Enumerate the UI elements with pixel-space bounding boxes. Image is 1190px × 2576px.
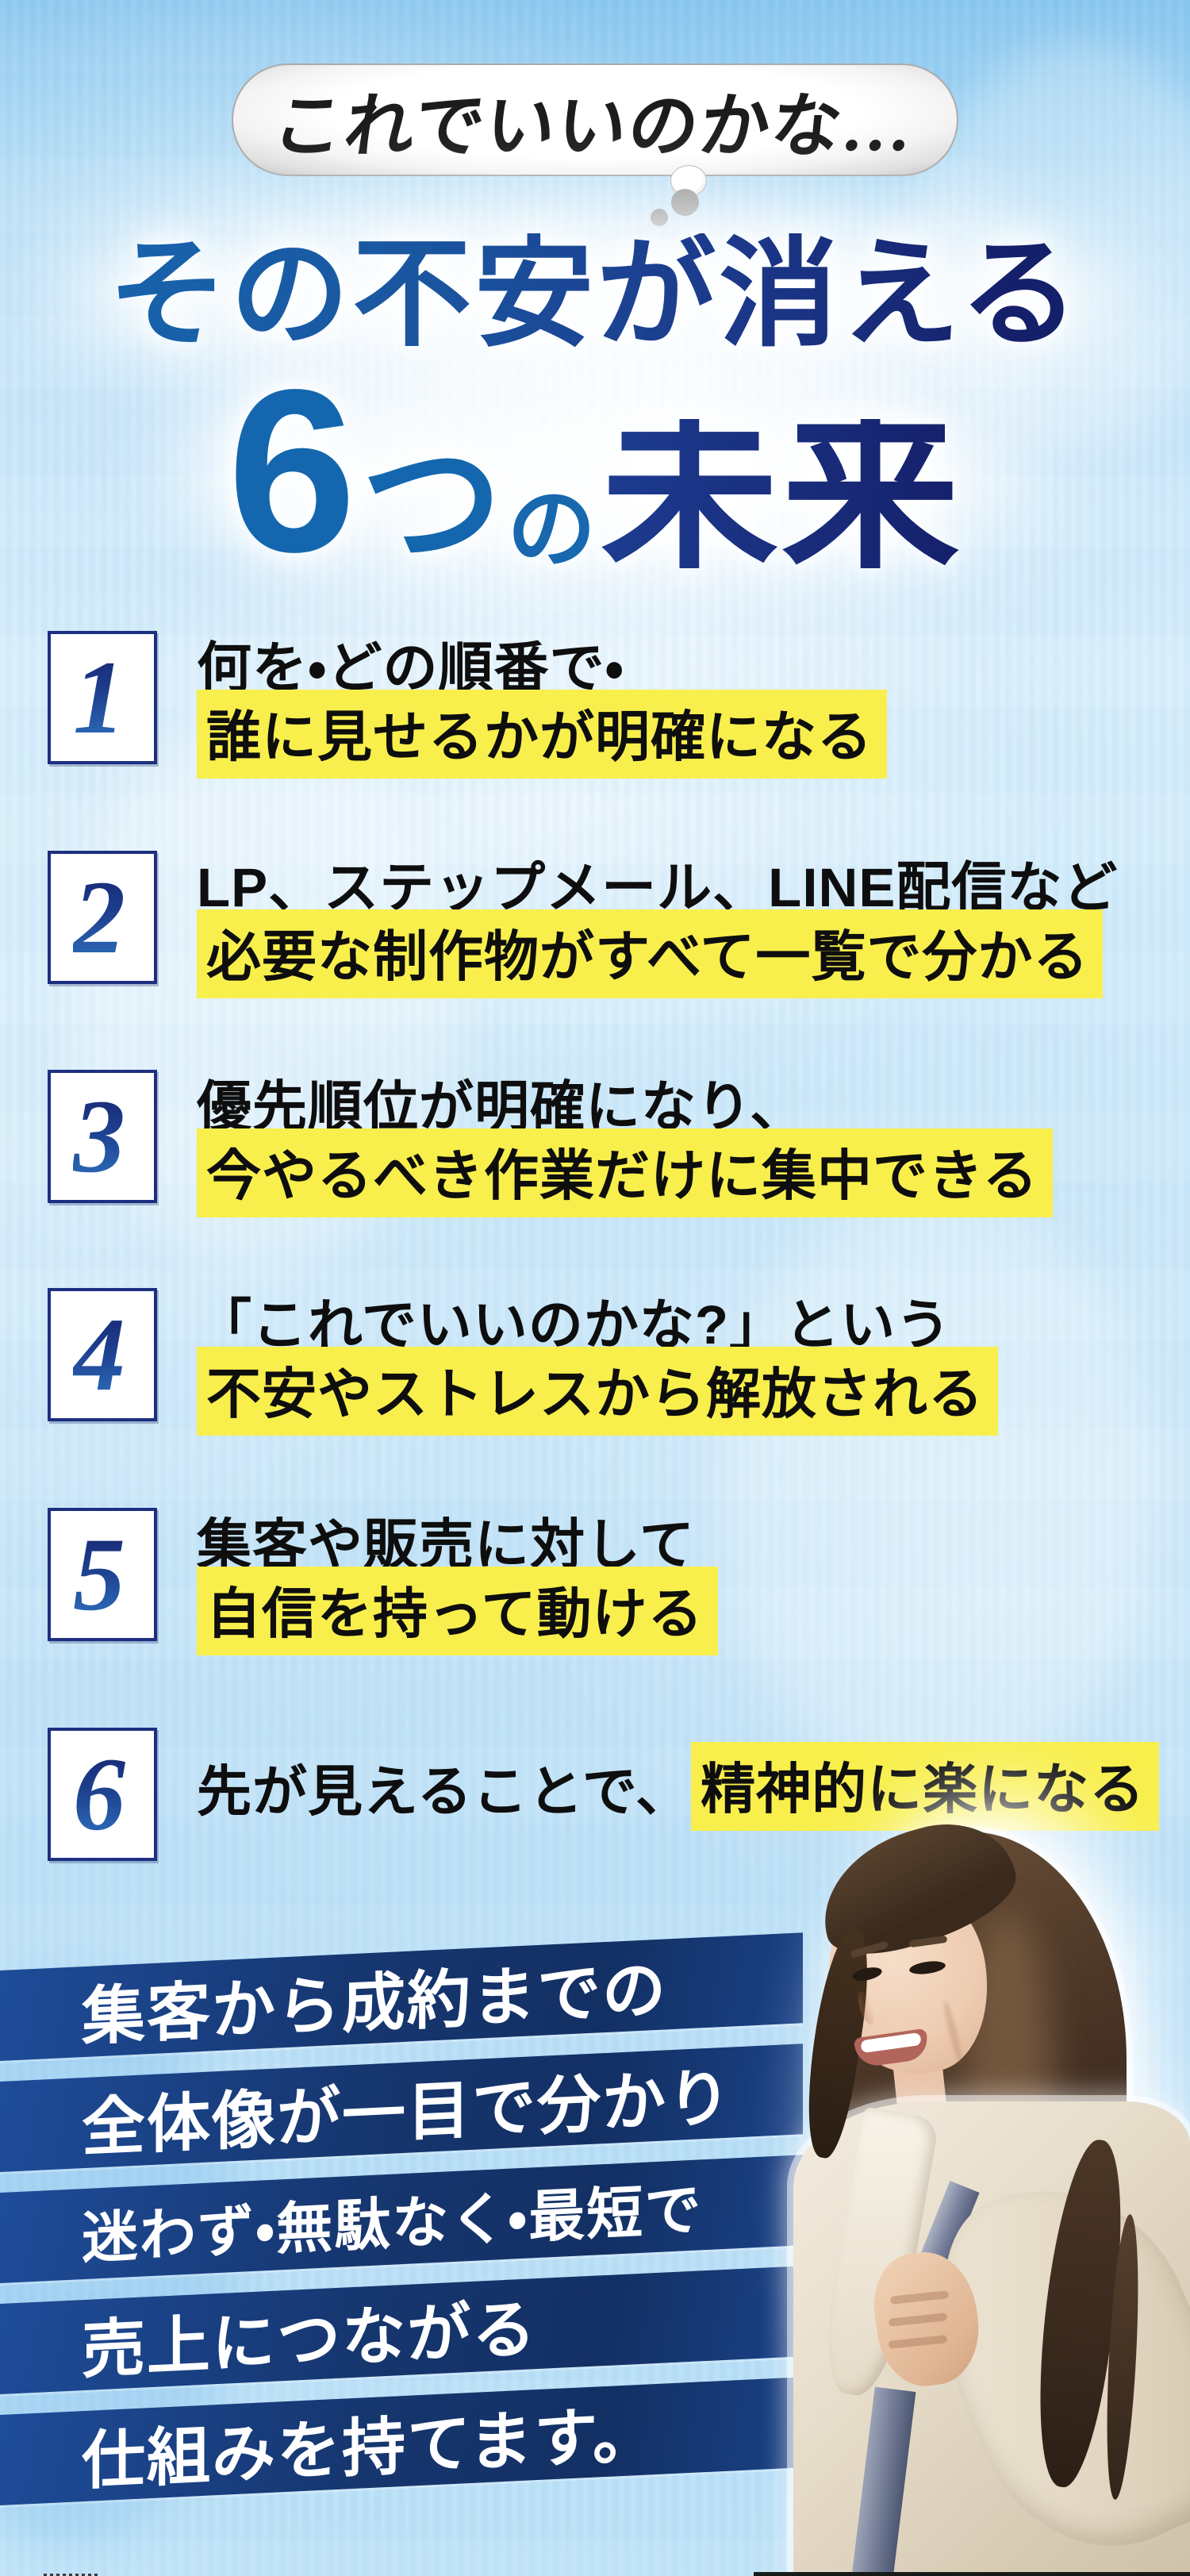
benefit-item-4: 4 「これでいいのかな?」という 不安やストレスから解放される: [0, 1288, 1190, 1478]
item-number: 5: [73, 1522, 132, 1627]
item-line1: 優先順位が明確になり、: [197, 1067, 805, 1137]
item-line2-highlight: 不安やストレスから解放される: [197, 1347, 998, 1436]
item-line1-plain: 先が見えることで、: [197, 1761, 692, 1822]
item-number-box: 5: [48, 1508, 157, 1641]
item-number: 6: [73, 1742, 132, 1847]
item-line1: 「これでいいのかな?」という: [197, 1285, 951, 1355]
banner-stripe-3: 迷わず・無駄なく・最短で: [0, 2155, 803, 2283]
item-number-box: 4: [48, 1288, 157, 1421]
item-line1-plain: 集客や販売に対して: [197, 1514, 695, 1575]
headline-glow: [175, 373, 1015, 563]
item-line1: 何を・どの順番で・: [197, 628, 624, 698]
item-number: 1: [73, 645, 132, 750]
item-number-box: 6: [48, 1728, 157, 1861]
headline-emphasis: 未来: [601, 394, 963, 593]
item-line2-highlight: 必要な制作物がすべて一覧で分かる: [197, 909, 1104, 998]
headline-particle: の: [507, 479, 597, 579]
item-line2: 不安やストレスから解放される: [197, 1347, 998, 1436]
headline-counter-suffix: つ: [361, 425, 503, 583]
item-line2: 誰に見せるかが明確になる: [197, 690, 887, 779]
item-line1-plain: LP、ステップメール、LINE配信など: [197, 857, 1119, 918]
benefit-item-1: 1 何を・どの順番で・ 誰に見せるかが明確になる: [0, 631, 1190, 821]
woman-teeth: [860, 2032, 922, 2054]
item-line1: LP、ステップメール、LINE配信など: [197, 848, 1118, 918]
item-line2-highlight: 誰に見せるかが明確になる: [197, 690, 887, 779]
headline-glow: [48, 214, 1142, 373]
item-line2-highlight: 自信を持って動ける: [197, 1567, 718, 1655]
item-number: 2: [73, 865, 132, 970]
item-number-box: 3: [48, 1070, 157, 1203]
item-line1: 集客や販売に対して: [197, 1505, 695, 1575]
banner-stripe-5: 仕組みを持てます。: [0, 2377, 803, 2505]
item-line1-plain: 優先順位が明確になり、: [197, 1076, 806, 1137]
benefit-item-2: 2 LP、ステップメール、LINE配信など 必要な制作物がすべて一覧で分かる: [0, 851, 1190, 1041]
headline-line2: 6 つ の 未来: [0, 340, 1190, 600]
banner-stripe-4: 売上につながる: [0, 2266, 803, 2394]
item-line2: 自信を持って動ける: [197, 1567, 718, 1655]
item-number-box: 1: [48, 631, 157, 764]
thought-bubble: これでいいのかな…: [232, 63, 958, 176]
headline-line1: その不安が消える: [0, 233, 1190, 355]
thought-dot-large: [671, 189, 699, 216]
bottom-edge-divider: [754, 2572, 1190, 2576]
headline-count: 6: [227, 340, 357, 600]
item-number: 4: [73, 1302, 132, 1407]
benefit-item-5: 5 集客や販売に対して 自信を持って動ける: [0, 1508, 1190, 1698]
banner-stripe-2: 全体像が一目で分かり: [0, 2043, 803, 2172]
item-line1-plain: 何を・どの順番で・: [197, 637, 624, 698]
item-line2: 必要な制作物がすべて一覧で分かる: [197, 909, 1104, 998]
sky-cloud-patch: [714, 1190, 1158, 1794]
bottom-edge-dots: [44, 2574, 99, 2576]
benefit-item-3: 3 優先順位が明確になり、 今やるべき作業だけに集中できる: [0, 1070, 1190, 1260]
banner-stripe-1: 集客から成約までの: [0, 1932, 803, 2061]
diagonal-banner: 集客から成約までの 全体像が一目で分かり 迷わず・無駄なく・最短で 売上につなが…: [0, 1932, 803, 2526]
item-line1-plain: 「これでいいのかな?」という: [197, 1294, 952, 1355]
item-number: 3: [73, 1084, 132, 1189]
businesswoman-photo: [793, 1738, 1190, 2576]
item-line2: 今やるべき作業だけに集中できる: [197, 1128, 1053, 1217]
item-number-box: 2: [48, 851, 157, 984]
item-line2-highlight: 今やるべき作業だけに集中できる: [197, 1128, 1053, 1217]
thought-bubble-text: これでいいのかな…: [268, 88, 920, 166]
